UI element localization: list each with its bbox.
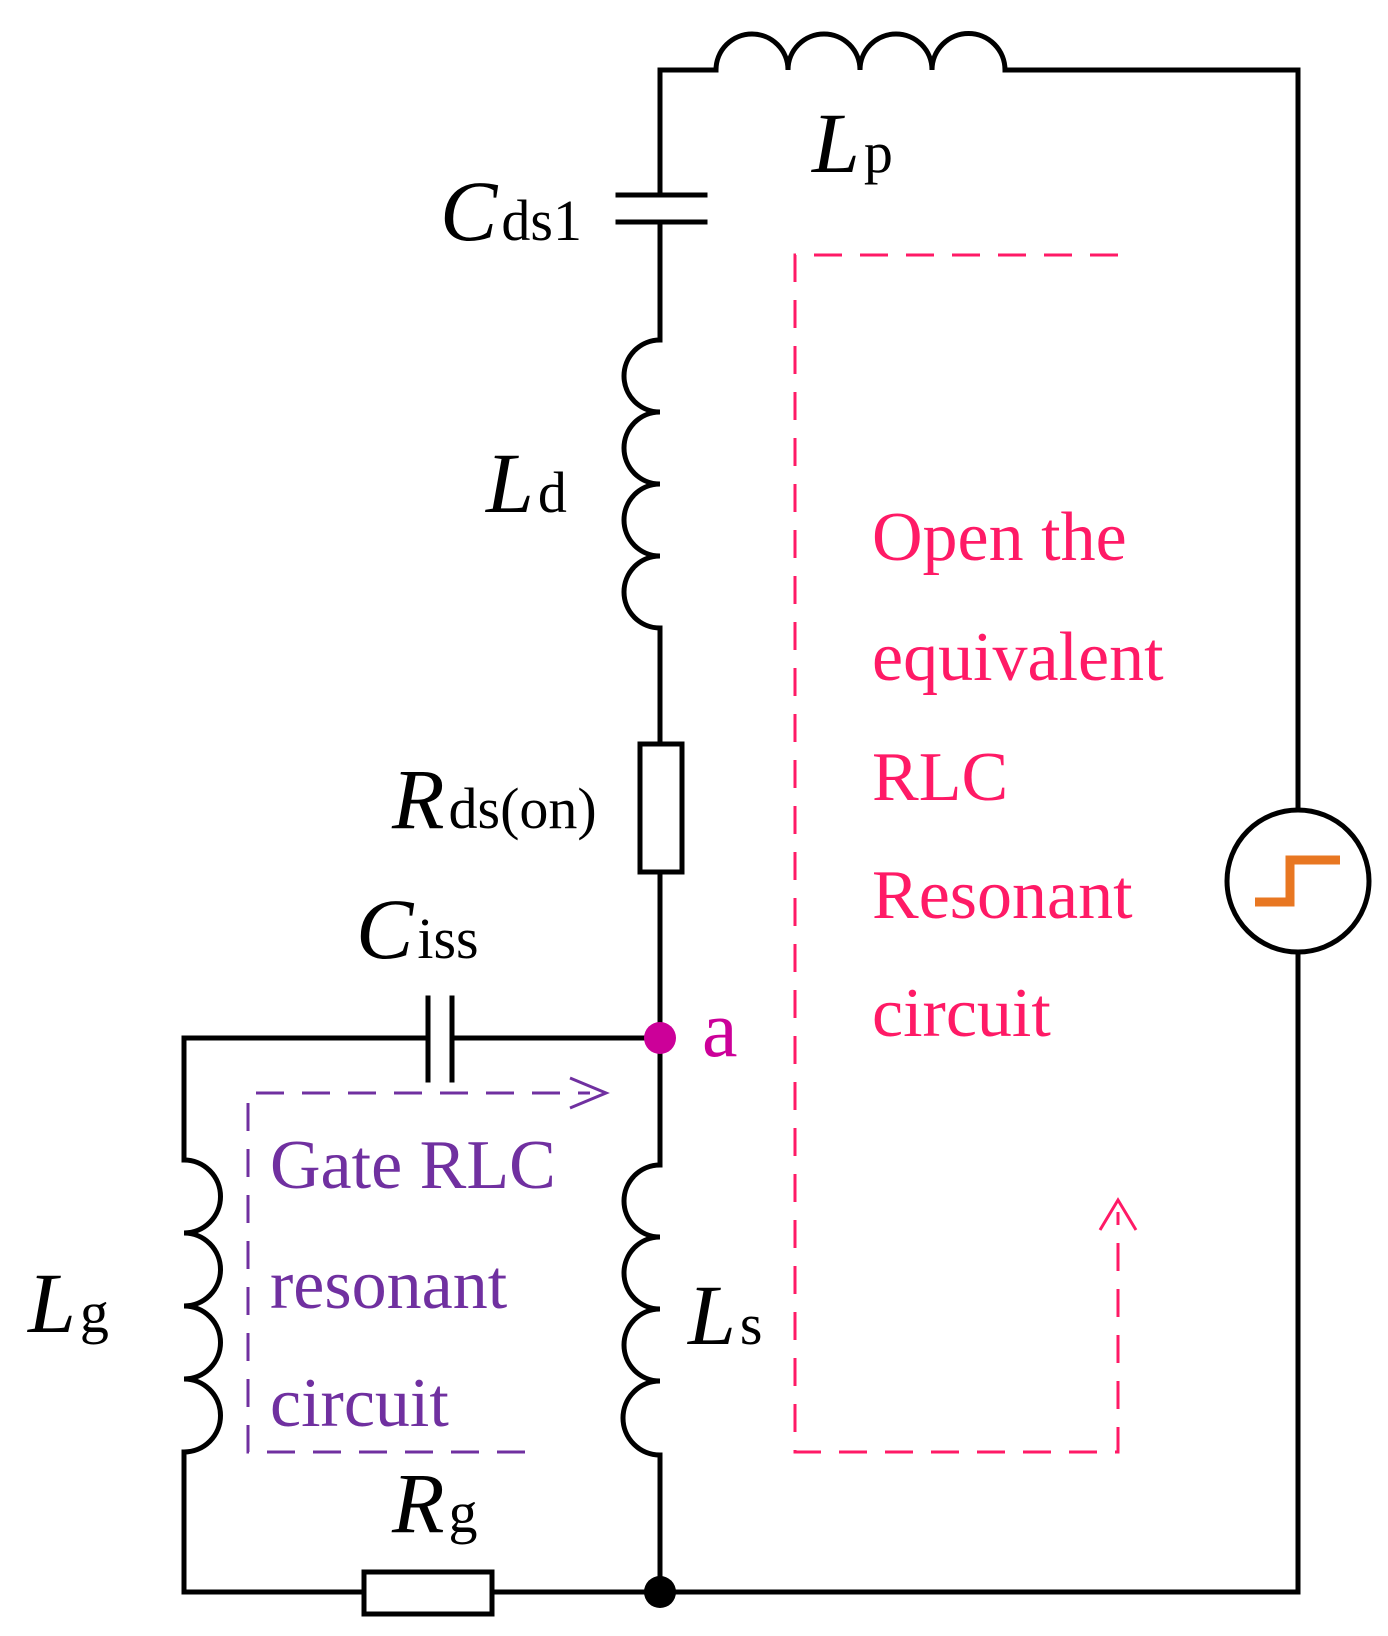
gate-loop-arrowhead [569, 1076, 610, 1110]
label-rds-on: Rds(on) [391, 751, 597, 847]
inductor-ld [621, 337, 661, 631]
inductor-lp [713, 31, 1008, 71]
open-loop-line-5: circuit [872, 975, 1051, 1052]
open-loop-text: Open the equivalent RLC Resonant circuit [872, 499, 1164, 1052]
ground-node-dot [644, 1576, 676, 1608]
gate-loop-path [246, 1091, 590, 1454]
node-a-label: a [702, 986, 738, 1074]
capacitor-ciss [425, 995, 455, 1083]
inductor-lg [183, 1157, 223, 1455]
wire-top-right [1002, 67, 1301, 813]
label-rg: Rg [391, 1455, 478, 1551]
gate-loop-text: Gate RLC resonant circuit [270, 1127, 556, 1442]
label-lg: Lg [26, 1255, 109, 1351]
gate-loop-line-1: Gate RLC [270, 1127, 556, 1204]
wire-left-top [181, 1035, 431, 1163]
wire-top-left [657, 67, 719, 198]
open-loop-arrowhead [1098, 1197, 1138, 1231]
gate-loop-line-3: circuit [270, 1365, 449, 1442]
open-loop-line-4: Resonant [872, 857, 1133, 934]
open-loop-line-3: RLC [872, 739, 1008, 816]
resistor-rg [361, 1569, 495, 1617]
open-loop-line-2: equivalent [872, 619, 1164, 696]
capacitor-cds1 [615, 192, 708, 225]
label-ld: Ld [484, 435, 567, 531]
node-a-dot [644, 1022, 676, 1054]
wire-bottom-left [181, 1449, 367, 1595]
label-ls: Ls [686, 1267, 762, 1363]
gate-loop-line-2: resonant [270, 1247, 508, 1324]
step-wave-icon [1255, 855, 1340, 907]
label-lp: Lp [810, 95, 893, 191]
label-cds1: Cds1 [440, 163, 582, 259]
open-loop-path [793, 253, 1120, 1454]
resistor-rds-on [637, 741, 685, 875]
open-loop-line-1: Open the [872, 499, 1127, 576]
wires [181, 67, 1301, 1595]
label-ciss: Ciss [356, 881, 479, 977]
step-voltage-source [1224, 807, 1372, 955]
inductor-ls [620, 1162, 661, 1458]
